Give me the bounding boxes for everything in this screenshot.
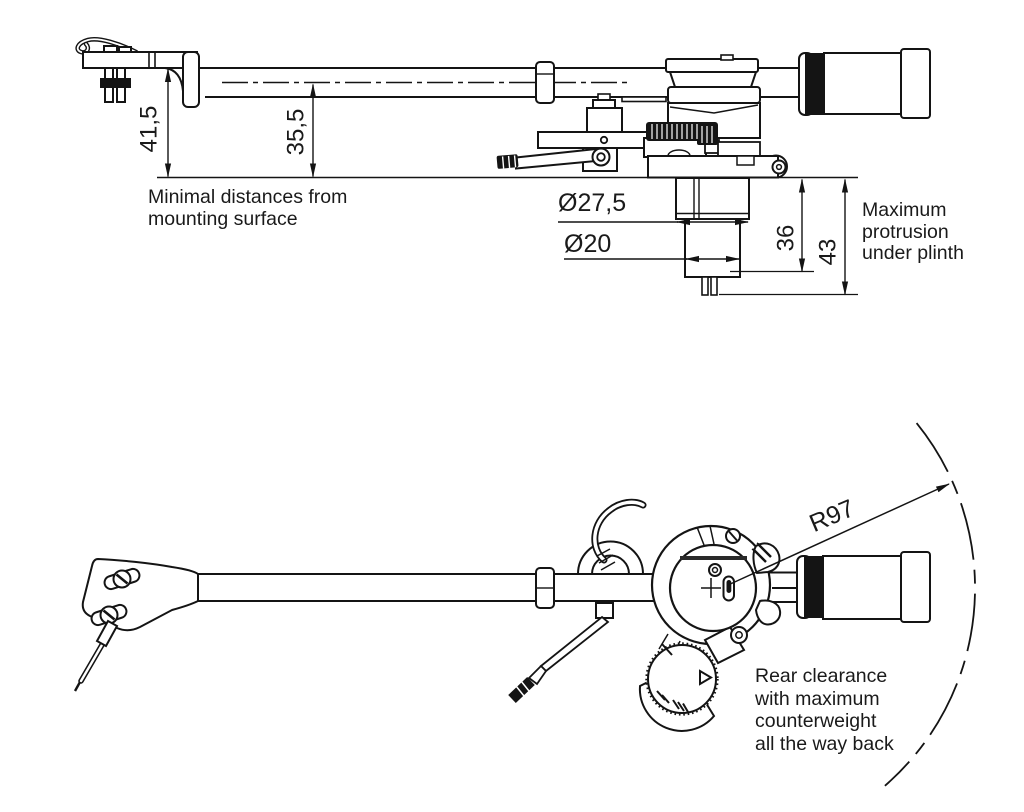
dim-label-r97: R97 — [805, 494, 858, 538]
rod-shaft — [539, 615, 610, 673]
tower-nub — [720, 54, 734, 61]
pivot-capsule-slot — [726, 580, 732, 593]
dim-label-35-5: 35,5 — [283, 109, 310, 156]
caption-line: with maximum — [754, 688, 880, 710]
counterweight-body — [823, 52, 903, 115]
dimension-36: 36 — [730, 178, 814, 273]
cartridge-body — [100, 78, 131, 88]
dimension-43: 43 — [719, 178, 858, 296]
shaft-collar — [675, 177, 750, 220]
gimbal-plate — [668, 543, 758, 633]
rod-taper — [527, 664, 548, 686]
antiskate-assembly — [638, 625, 748, 732]
caption-line: all the way back — [755, 733, 894, 755]
dial-pointer-icon — [699, 669, 713, 686]
connector-pin — [710, 276, 718, 296]
tower-cap — [665, 58, 759, 73]
lever-pivot-center — [596, 152, 606, 162]
headshell-plan — [73, 557, 199, 692]
armrest-collar — [535, 61, 555, 104]
dimension-dia-20: Ø20 — [564, 230, 740, 263]
counterweight-body — [822, 555, 903, 620]
caption-line: protrusion — [862, 221, 949, 243]
dim-label-dia-20: Ø20 — [564, 230, 611, 258]
caption-mounting-surface: Minimal distances from mounting surface — [148, 186, 347, 230]
caption-max-protrusion: Maximum protrusion under plinth — [862, 199, 964, 264]
headshell-bracket — [182, 51, 200, 108]
counterweight-plan — [796, 551, 931, 623]
bottom-view: R97 Rear clearance with maximum counterw… — [73, 422, 976, 787]
gimbal-yoke — [752, 542, 782, 626]
counterweight-end-cap — [900, 551, 931, 623]
headshell-side — [75, 37, 200, 108]
rod-mount-tab — [595, 602, 614, 619]
dimension-41-5: 41,5 — [136, 68, 172, 178]
dim-label-41-5: 41,5 — [136, 106, 163, 153]
lift-block — [586, 107, 623, 134]
cue-lever-grip — [496, 154, 519, 169]
lift-bracket-plate — [537, 131, 649, 149]
base-tab — [736, 155, 755, 166]
base-screw-center — [775, 163, 783, 171]
radius-leader-line — [726, 483, 950, 587]
rod-grip — [508, 677, 535, 703]
antiskate-dial — [647, 644, 717, 714]
dimension-dia-27-5: Ø27,5 — [558, 189, 749, 226]
connector-pin — [701, 276, 709, 296]
clearance-arc — [884, 422, 976, 787]
caption-rear-clearance: Rear clearance with maximum counterweigh… — [754, 665, 894, 755]
caption-line: Maximum — [862, 199, 947, 221]
counterweight-end-cap — [900, 48, 931, 119]
stylus-cantilever — [73, 619, 119, 692]
caption-line: Minimal distances from — [148, 186, 347, 208]
vta-dial — [646, 122, 718, 145]
armrest-plan — [576, 540, 645, 575]
caption-line: under plinth — [862, 242, 964, 264]
tower-ring-lower — [667, 86, 761, 104]
counterweight-ring — [804, 556, 824, 618]
lift-rod — [621, 96, 667, 103]
caption-line: Rear clearance — [755, 665, 887, 687]
tower-base-neck — [717, 141, 761, 158]
bracket-hole — [599, 135, 609, 145]
antiskate-screw-center — [735, 631, 743, 639]
top-view: 41,5 35,5 Ø27,5 Ø20 36 43 Minimal d — [75, 37, 964, 296]
dim-label-dia-27-5: Ø27,5 — [558, 189, 626, 217]
counterweight-ring — [805, 53, 825, 115]
tower-ring-upper — [668, 71, 758, 88]
pivot-center-cross — [701, 578, 721, 598]
finger-lift-plan — [591, 498, 647, 571]
caption-line: counterweight — [755, 710, 877, 732]
mounting-shaft — [675, 177, 750, 296]
dim-label-43: 43 — [815, 239, 842, 266]
arm-tube-plan — [198, 571, 806, 603]
shaft-body — [684, 218, 741, 278]
mounting-base-plate — [647, 155, 779, 179]
dimension-35-5: 35,5 — [283, 83, 317, 178]
dim-label-36: 36 — [773, 225, 800, 252]
headshell-plate — [82, 51, 198, 69]
counterweight-side — [798, 48, 931, 119]
caption-line: mounting surface — [148, 208, 298, 230]
pivot-screw-center — [711, 566, 719, 574]
cue-rod-plan — [508, 602, 614, 703]
cueing-mechanism — [496, 93, 667, 172]
bearing-tower — [643, 54, 788, 179]
